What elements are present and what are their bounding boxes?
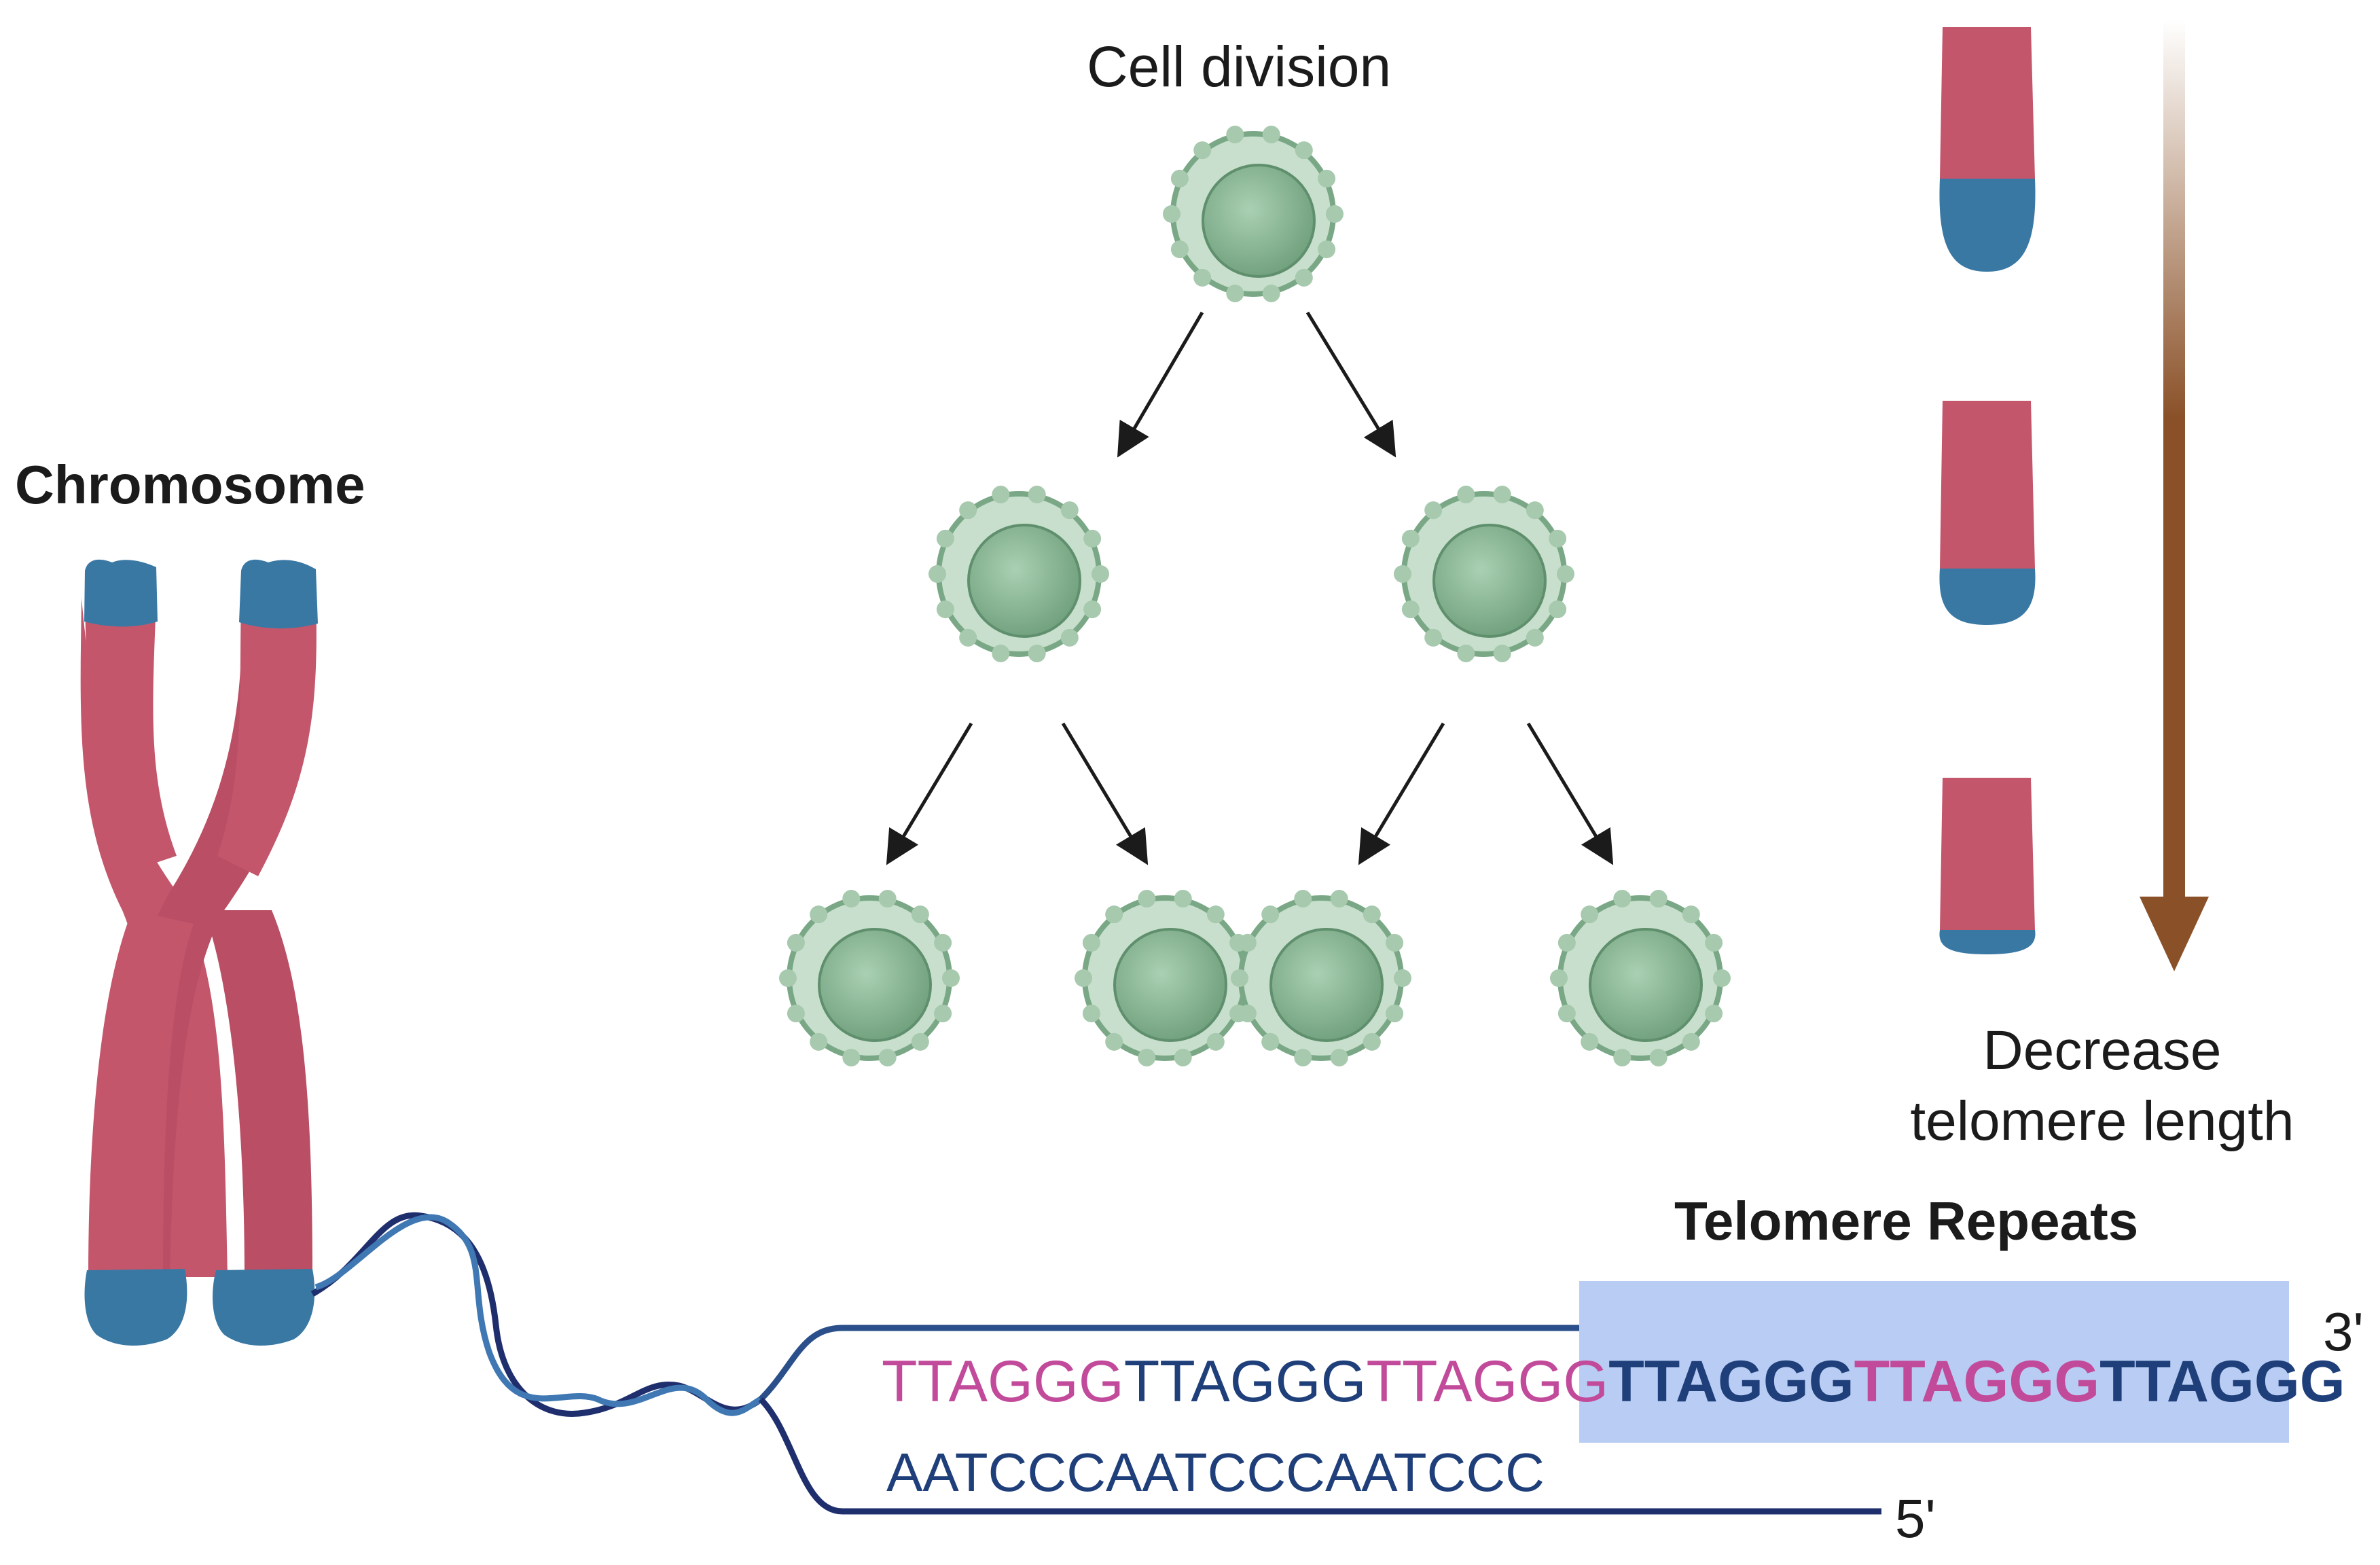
- dna-strands: [758, 1325, 2289, 1515]
- top-strand-sequence: TTAGGGTTAGGGTTAGGGTTAGGGTTAGGGTTAGGG: [882, 1348, 2345, 1416]
- arrow: [1526, 722, 1614, 865]
- decrease-caption-line2: telomere length: [1910, 1090, 2294, 1152]
- chromatid-right-lower: [204, 910, 312, 1277]
- cell: [1163, 126, 1344, 302]
- arrow: [1305, 311, 1396, 458]
- top-strand: [758, 1325, 2289, 1402]
- sequence-segment: TTAGGG: [1123, 1349, 1367, 1414]
- chromosome-label: Chromosome: [15, 454, 365, 515]
- telomere-cap-top-right: [239, 559, 318, 629]
- decrease-arrow: [2140, 20, 2209, 971]
- arrow: [1117, 311, 1204, 458]
- cell: [1550, 890, 1731, 1066]
- arrow: [1061, 722, 1149, 865]
- chromosome-end: [1939, 27, 2036, 272]
- chromatid-left-lower: [88, 910, 194, 1277]
- chromatid-right-upper: [217, 598, 317, 876]
- arrow: [1358, 722, 1445, 865]
- division-arrows: [886, 311, 1614, 865]
- cell: [1394, 486, 1574, 662]
- bottom-strand-sequence: AATCCCAATCCCAATCCC: [886, 1442, 1545, 1503]
- telomere-cap-bottom-right: [213, 1269, 315, 1346]
- sequence-segment: TTAGGG: [1854, 1349, 2100, 1414]
- chromosome-end: [1939, 778, 2036, 954]
- telomere-cap-top-left: [84, 559, 158, 627]
- cell: [928, 486, 1109, 662]
- telomere-cap-bottom-left: [84, 1269, 187, 1346]
- three-prime-label: 3': [2323, 1301, 2364, 1362]
- dna-helix: [310, 1212, 763, 1417]
- telomere-repeats-label: Telomere Repeats: [1674, 1191, 2139, 1251]
- arrow: [886, 722, 973, 865]
- sequence-segment: TTAGGG: [1608, 1349, 1854, 1414]
- cell: [1075, 890, 1255, 1066]
- sequence-segment: TTAGGG: [882, 1349, 1124, 1414]
- telomere-shortening-stages: [1939, 27, 2036, 954]
- chromatid-left-upper: [85, 598, 177, 869]
- telomere-repeats-highlight: [1579, 1281, 2289, 1443]
- decrease-caption: Decrease telomere length: [1864, 1015, 2340, 1157]
- sequence-segment: TTAGGG: [1366, 1349, 1609, 1414]
- cell: [779, 890, 960, 1066]
- cell-division-label: Cell division: [1087, 35, 1392, 98]
- cell: [1231, 890, 1411, 1066]
- chromosome-illustration: [80, 559, 318, 1346]
- cell-division-tree: [779, 126, 1731, 1066]
- bottom-strand: [758, 1397, 1881, 1515]
- five-prime-label: 5': [1895, 1488, 1936, 1549]
- sequence-segment: TTAGGG: [2099, 1349, 2345, 1414]
- decrease-caption-line1: Decrease: [1983, 1020, 2222, 1081]
- chromosome-end: [1939, 401, 2036, 625]
